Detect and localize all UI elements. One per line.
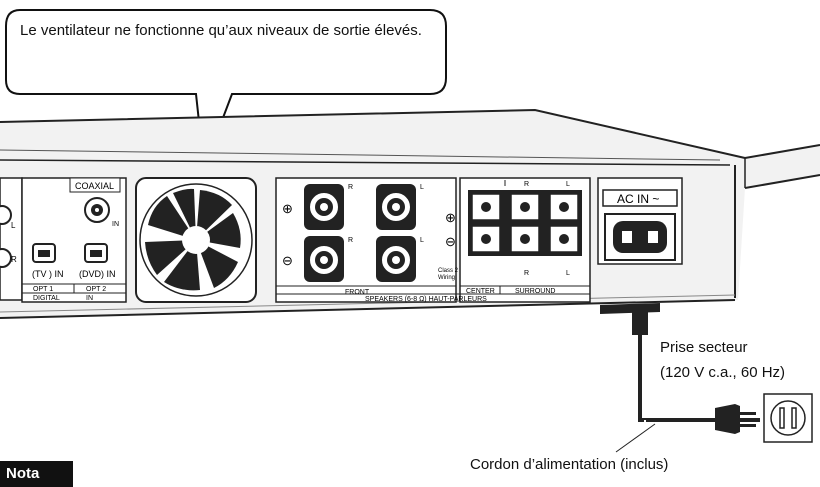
panel-label: SPEAKERS (6-8 Ω) HAUT-PARLEURS	[365, 296, 487, 303]
panel-label: ⊕	[282, 201, 293, 216]
panel-label: R	[11, 255, 17, 264]
panel-label: CENTER	[466, 288, 495, 295]
power-cord-label: Cordon d’alimentation (inclus)	[470, 456, 669, 473]
optical-jack-dvd	[84, 243, 108, 263]
wall-outlet-label: Prise secteur	[660, 339, 748, 356]
fan-callout-text: Le ventilateur ne fonctionne qu’aux nive…	[20, 22, 422, 39]
panel-label: R	[524, 181, 529, 188]
center-surround-terminals: ⊕ ⊖ Class 2 Wiring R L R L CENTER SURROU…	[276, 177, 591, 303]
panel-label: Wiring	[438, 275, 455, 281]
panel-label: R	[348, 237, 353, 244]
panel-label: L	[420, 184, 424, 191]
audio-input-section: L R COAXIAL IN (TV ) IN (DVD) IN OPT 1 O…	[0, 177, 127, 303]
panel-label: DIGITAL	[33, 295, 60, 302]
optical-jack-tv	[32, 243, 56, 263]
cord-leader-line	[615, 423, 656, 453]
panel-label: L	[420, 237, 424, 244]
plug-icon	[715, 404, 756, 434]
panel-label: FRONT	[345, 289, 370, 296]
panel-label: ⊕	[445, 210, 456, 225]
panel-label: ⊖	[282, 253, 293, 268]
panel-label: L	[11, 221, 16, 230]
panel-label: (DVD) IN	[79, 269, 116, 279]
panel-label: OPT 1	[33, 286, 53, 293]
panel-label: ⊖	[445, 234, 456, 249]
wall-outlet-icon	[763, 393, 813, 443]
nota-heading: Nota	[0, 461, 73, 487]
panel-label: (TV ) IN	[32, 269, 64, 279]
panel-label: R	[524, 270, 529, 277]
wall-outlet-spec-label: (120 V c.a., 60 Hz)	[660, 364, 786, 381]
front-terminal-l-minus	[376, 236, 416, 282]
fan-icon	[135, 177, 257, 303]
panel-label: L	[566, 181, 570, 188]
ac-socket-icon: AC IN ~	[597, 177, 683, 265]
front-speaker-terminals: ⊕ ⊖ R L R L FRONT	[275, 177, 457, 303]
coaxial-jack	[84, 197, 110, 223]
panel-label: IN	[112, 221, 119, 228]
spring-clip-block	[468, 190, 582, 256]
panel-label: R	[348, 184, 353, 191]
panel-label: Class 2	[438, 268, 459, 274]
panel-label: IN	[86, 295, 93, 302]
panel-label: SURROUND	[515, 288, 555, 295]
front-terminal-l-plus	[376, 184, 416, 230]
panel-label: OPT 2	[86, 286, 106, 293]
front-terminal-r-minus	[304, 236, 344, 282]
panel-label: COAXIAL	[75, 181, 114, 191]
panel-label: L	[566, 270, 570, 277]
front-terminal-r-plus	[304, 184, 344, 230]
panel-label: AC IN ~	[617, 192, 659, 206]
